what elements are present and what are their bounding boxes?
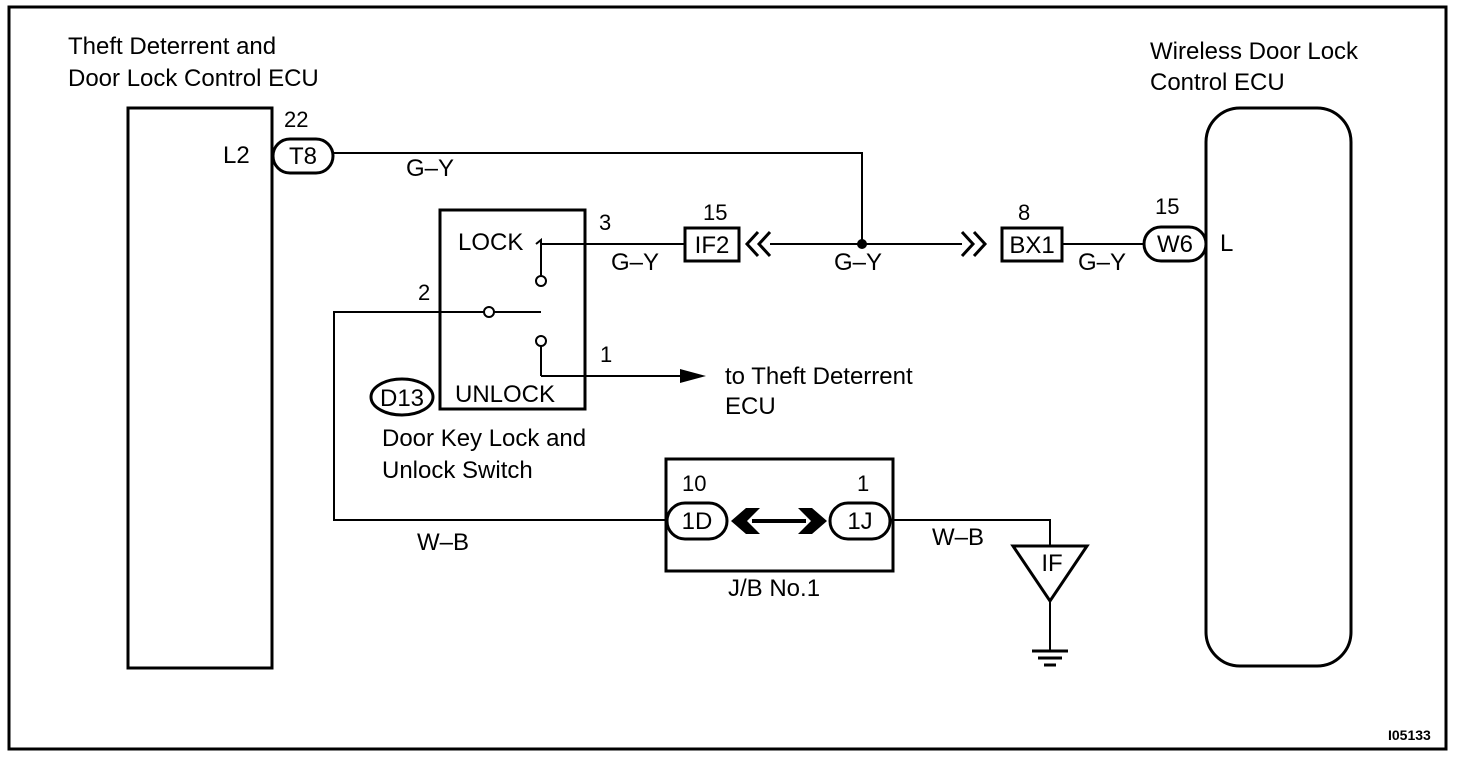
- jb-1d-connector: [665, 501, 729, 541]
- jb-name-label: J/B No.1: [728, 575, 820, 602]
- wire-label-ground-right: W–B: [932, 524, 984, 551]
- door-key-switch: LOCK UNLOCK: [438, 208, 587, 411]
- left-ecu-body: [126, 106, 274, 670]
- switch-name-line2: Unlock Switch: [382, 457, 533, 484]
- if2-chevron-2: [756, 230, 772, 258]
- bx1-connector: [1000, 226, 1064, 263]
- jb-1j-connector-label: 1J: [847, 508, 872, 535]
- to-theft-ecu-line2: ECU: [725, 393, 776, 420]
- w6-pin-number: 15: [1155, 194, 1179, 219]
- jb-chevron-left: [731, 508, 760, 534]
- jb-1d-pin-number: 10: [682, 471, 706, 496]
- ground-label: IF: [1041, 550, 1062, 577]
- jb-1d-connector-label: 1D: [682, 508, 713, 535]
- d13-connector: [369, 377, 435, 417]
- junction-block-1: 10 1D 1 1J J/B No.1: [664, 457, 895, 602]
- wireless-door-lock-ecu: Wireless Door Lock Control ECU L: [1150, 38, 1359, 668]
- switch-unlock-contact: [535, 335, 547, 347]
- bx1-chevron-2: [972, 230, 988, 258]
- left-ecu-terminal-l2: L2: [223, 142, 250, 169]
- d13-connector-label: D13: [380, 385, 424, 412]
- wire-label-ground-left: W–B: [417, 529, 469, 556]
- w6-connector-label: W6: [1157, 231, 1193, 258]
- diagram-frame: [7, 5, 1448, 751]
- wire-label-bx1-to-w6: G–Y: [1078, 249, 1126, 276]
- ground-triangle: [1010, 544, 1090, 604]
- t8-connector-label: T8: [289, 143, 317, 170]
- switch-pin-2: 2: [418, 280, 430, 305]
- switch-pin-1: 1: [600, 342, 612, 367]
- wire-label-top: G–Y: [406, 155, 454, 182]
- jb-chevron-right: [798, 508, 827, 534]
- bx1-chevron-1: [960, 230, 976, 258]
- t8-connector: [271, 137, 335, 175]
- switch-lock-contact: [535, 275, 547, 287]
- left-ecu-title-line1: Theft Deterrent and: [68, 33, 276, 60]
- switch-pin-3: 3: [599, 210, 611, 235]
- splice-junction: [857, 239, 867, 249]
- right-ecu-terminal-l: L: [1220, 230, 1233, 257]
- bx1-pin-number: 8: [1018, 200, 1030, 225]
- if2-connector: [683, 226, 741, 263]
- to-theft-ecu-line1: to Theft Deterrent: [725, 363, 913, 390]
- wire-label-if2-to-bx1: G–Y: [834, 249, 882, 276]
- bx1-connector-label: BX1: [1009, 232, 1054, 259]
- switch-lock-contact-wire: [535, 237, 542, 276]
- switch-lock-label: LOCK: [458, 229, 523, 256]
- switch-common-contact: [483, 306, 495, 318]
- right-ecu-body: [1204, 106, 1353, 668]
- if2-pin-number: 15: [703, 200, 727, 225]
- switch-name-line1: Door Key Lock and: [382, 425, 586, 452]
- left-ecu-title-line2: Door Lock Control ECU: [68, 65, 319, 92]
- arrow-to-theft-ecu: [680, 369, 706, 383]
- wire-label-lock-to-if2: G–Y: [611, 249, 659, 276]
- if2-connector-label: IF2: [695, 232, 730, 259]
- t8-pin-number: 22: [284, 107, 308, 132]
- right-ecu-title-line1: Wireless Door Lock: [1150, 38, 1359, 65]
- switch-unlock-label: UNLOCK: [455, 381, 555, 408]
- wire-common-to-jb: [333, 311, 668, 521]
- right-ecu-title-line2: Control ECU: [1150, 69, 1285, 96]
- wire-jb-to-ground: [890, 519, 1051, 545]
- theft-deterrent-ecu: Theft Deterrent and Door Lock Control EC…: [68, 33, 319, 670]
- figure-id: I05133: [1388, 727, 1431, 743]
- wire-t8-to-junction: [333, 152, 863, 243]
- ground-point-if: IF: [1010, 544, 1090, 667]
- jb-1j-pin-number: 1: [857, 471, 869, 496]
- if2-chevron-1: [744, 230, 760, 258]
